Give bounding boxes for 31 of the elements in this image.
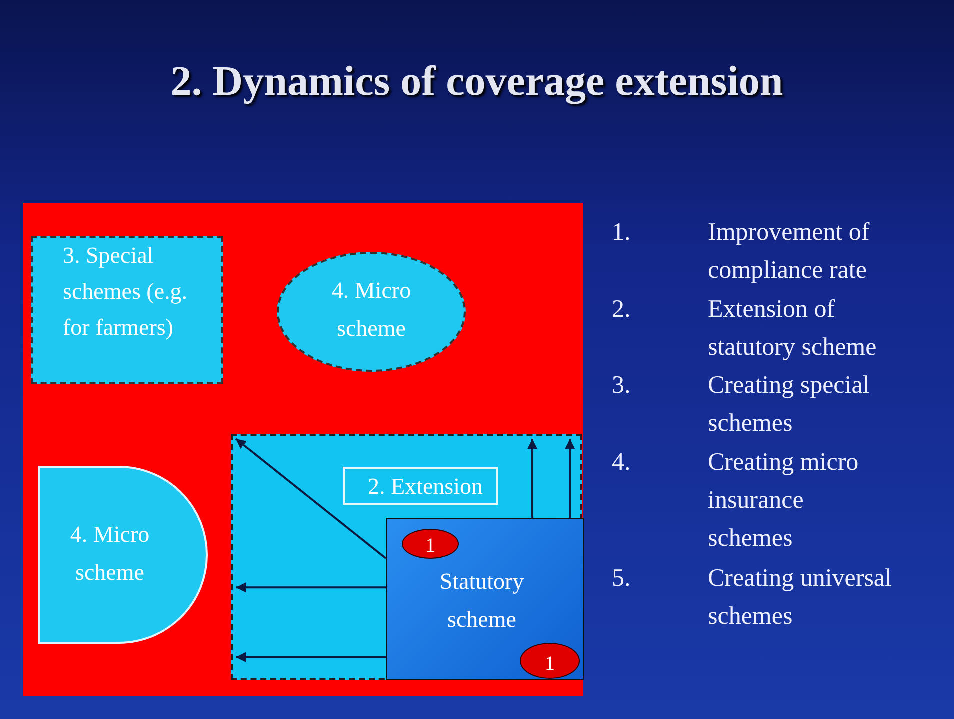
node-label: 3. Special schemes (e.g. for farmers) [63, 242, 189, 342]
arrow [528, 439, 538, 518]
oval-marker [402, 529, 459, 559]
node-label: Statutory scheme [438, 568, 526, 634]
list-item-text: Extension of statutory scheme [708, 295, 878, 363]
list-number: 2. [612, 295, 631, 325]
slide-title: 2. Dynamics of coverage extension [170, 58, 784, 106]
panel-background [23, 203, 583, 696]
list-item-text: Improvement of compliance rate [708, 218, 871, 286]
half-round-box [38, 466, 208, 644]
label-box [343, 467, 498, 505]
list-number: 5. [612, 564, 631, 594]
oval-marker [520, 643, 580, 679]
node-label: 4. Micro scheme [330, 277, 412, 343]
arrow [565, 439, 576, 518]
dashed-box [31, 236, 223, 384]
list-item-text: Creating special schemes [708, 371, 871, 439]
list-number: 1. [612, 218, 631, 248]
node-label: 4. Micro scheme [69, 521, 151, 587]
list-number: 4. [612, 448, 631, 478]
arrow [236, 652, 386, 662]
node-label: 1 [544, 652, 556, 676]
arrow [236, 582, 386, 593]
node-label: 2. Extension [367, 473, 484, 501]
node-label: 1 [424, 534, 436, 558]
dashed-area [231, 434, 582, 680]
list-item-text: Creating universal schemes [708, 564, 893, 632]
list-number: 3. [612, 371, 631, 401]
arrow [235, 438, 387, 560]
list-item-text: Creating micro insurance schemes [708, 448, 860, 554]
process-box [386, 518, 584, 680]
